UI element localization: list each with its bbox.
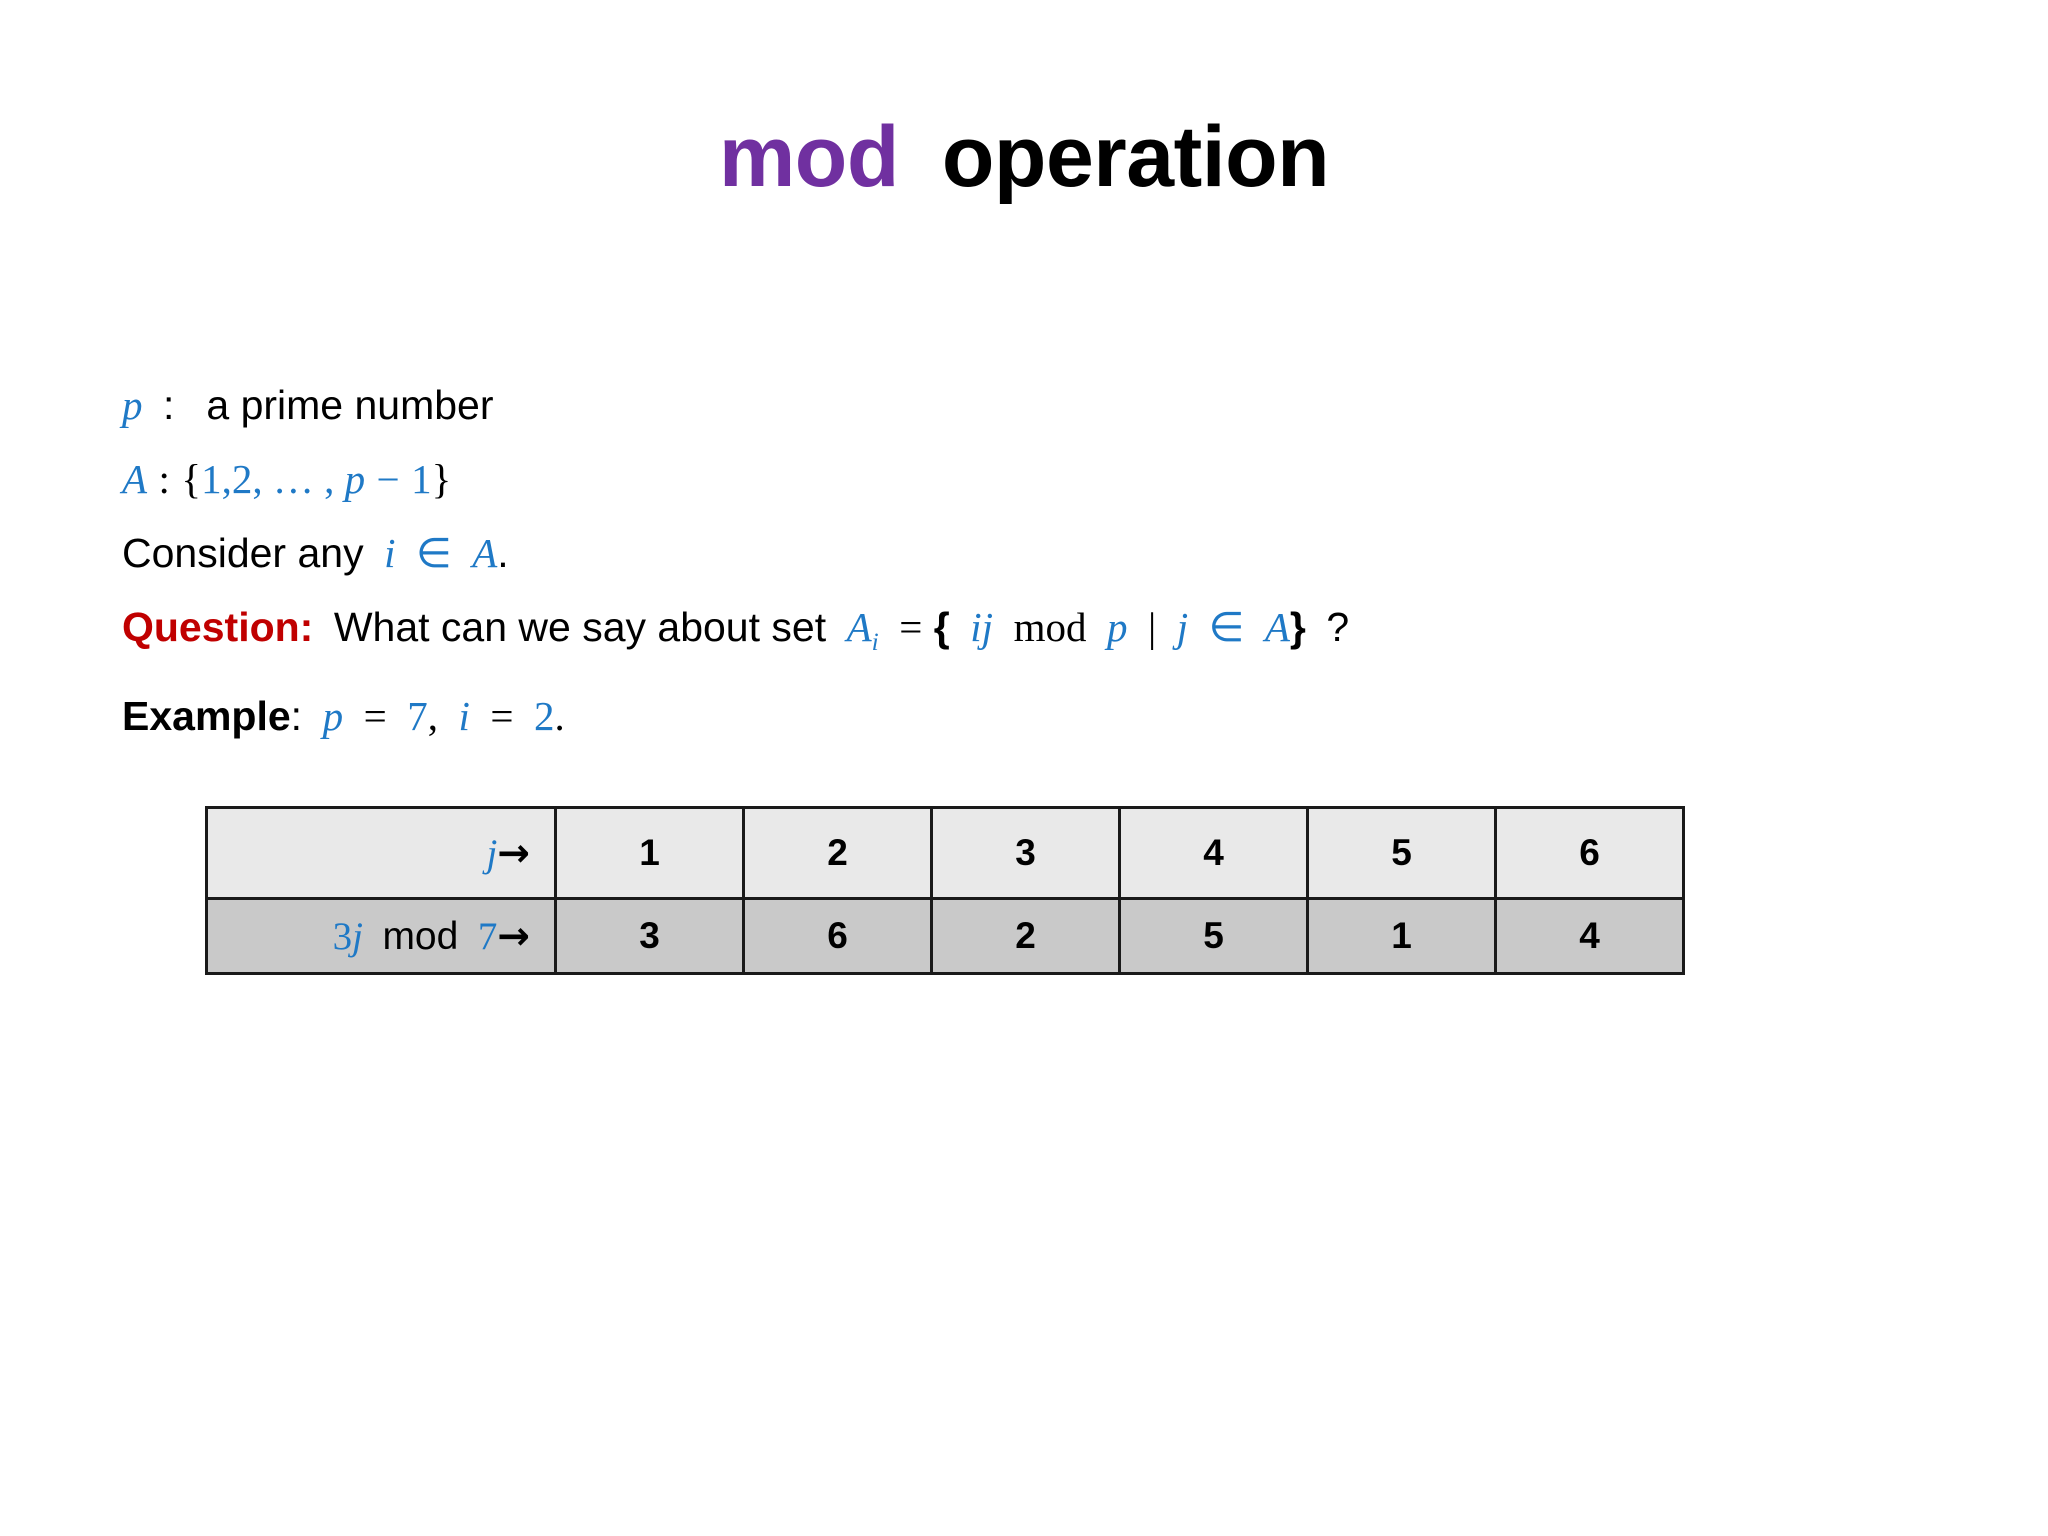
element-of-icon-1: ∈ <box>415 530 452 576</box>
period-2: . <box>554 693 565 740</box>
example-line: Example: p = 7, i = 2. <box>122 679 1622 753</box>
question-text: What can we say about set <box>333 604 827 650</box>
set-name-Ai: A <box>846 604 872 650</box>
table-header-cell-3: 3 <box>930 806 1121 900</box>
page-title: mod operation <box>0 112 2048 202</box>
equals-sign-1: = <box>899 604 923 650</box>
example-i-value: 2 <box>533 693 555 740</box>
row-label-var-j: j <box>352 914 363 958</box>
question-mark: ? <box>1326 604 1350 650</box>
table-data-cell-3: 2 <box>930 897 1121 975</box>
equals-sign-2: = <box>363 693 387 740</box>
consider-var-i: i <box>384 530 396 576</box>
such-that-pipe: | <box>1147 604 1157 650</box>
table-header-cell-4: 4 <box>1118 806 1309 900</box>
table-header-label-cell: j→ <box>205 806 557 900</box>
set-last-var: p <box>344 456 366 502</box>
body-text-block: p:a prime number A:{1,2, … , p−1} Consid… <box>122 368 1622 753</box>
table-header-cell-2: 2 <box>742 806 933 900</box>
colon-separator-1: : <box>163 382 175 428</box>
close-brace-2: } <box>1289 604 1306 650</box>
example-label: Example <box>122 693 291 740</box>
row-label-modulus: 7 <box>477 914 498 958</box>
consider-set-A: A <box>472 530 498 576</box>
symbol-A: A <box>122 456 148 502</box>
definition-line-p: p: a prime number <box>122 368 1622 442</box>
mod-keyword-2: mod <box>382 914 459 958</box>
close-brace-1: } <box>431 456 452 502</box>
table-data-cell-6: 4 <box>1494 897 1685 975</box>
table-data-cell-2: 6 <box>742 897 933 975</box>
title-rest-word: operation <box>941 109 1330 205</box>
consider-line: Consider any i ∈ A. <box>122 516 1622 590</box>
question-label: Question: <box>122 604 314 650</box>
table-header-cell-5: 5 <box>1306 806 1497 900</box>
set-subscript-i: i <box>871 628 879 657</box>
header-label-var-j: j <box>486 831 498 875</box>
set-last-number: 1 <box>411 456 432 502</box>
question-line: Question: What can we say about set Ai ={ ij… <box>122 590 1622 679</box>
domain-A: A <box>1264 604 1290 650</box>
open-brace-2: { <box>933 604 950 650</box>
right-arrow-icon-1: → <box>497 830 530 876</box>
element-of-icon-2: ∈ <box>1208 604 1245 650</box>
table-data-cell-1: 3 <box>554 897 745 975</box>
colon-separator-2: : <box>158 456 170 502</box>
title-highlight-word: mod <box>718 109 900 205</box>
table-data-cell-5: 1 <box>1306 897 1497 975</box>
consider-prefix: Consider any <box>122 530 364 576</box>
table-data-cell-4: 5 <box>1118 897 1309 975</box>
mod-keyword-1: mod <box>1013 604 1087 650</box>
open-brace-1: { <box>181 456 202 502</box>
example-p-var: p <box>322 693 344 740</box>
right-arrow-icon-2: → <box>497 913 530 959</box>
minus-sign: − <box>376 456 400 502</box>
period-1: . <box>497 530 509 576</box>
table-header-cell-6: 6 <box>1494 806 1685 900</box>
definition-text-p: a prime number <box>206 382 494 428</box>
symbol-p: p <box>122 382 143 428</box>
index-j: j <box>1176 604 1189 650</box>
example-colon: : <box>290 693 303 740</box>
table-row-header: j→ 1 2 3 4 5 6 <box>205 806 1685 900</box>
example-p-value: 7 <box>407 693 428 740</box>
modulus-p: p <box>1106 604 1128 650</box>
expression-ij: ij <box>970 604 994 650</box>
table-header-cell-1: 1 <box>554 806 745 900</box>
equals-sign-3: = <box>490 693 514 740</box>
definition-line-A: A:{1,2, … , p−1} <box>122 442 1622 516</box>
set-items: 1,2, … , <box>201 456 345 502</box>
example-i-var: i <box>458 693 470 740</box>
example-comma: , <box>427 693 438 740</box>
row-label-coefficient: 3 <box>332 914 353 958</box>
